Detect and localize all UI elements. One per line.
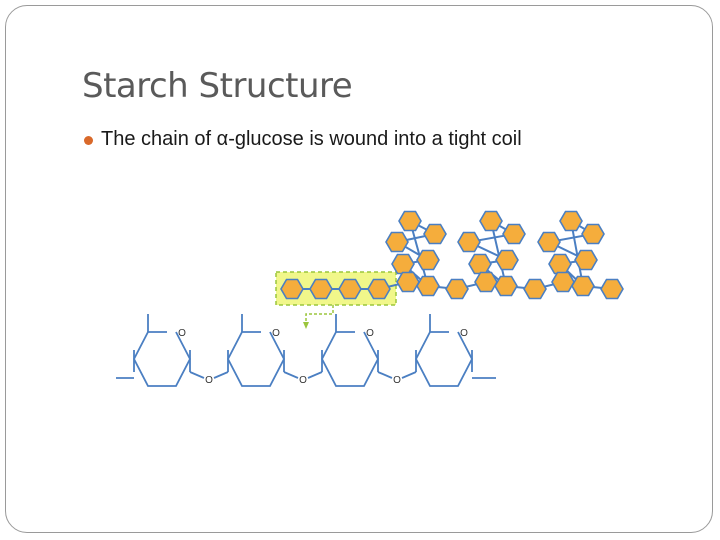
ring-oxygen-label: O [178, 328, 186, 339]
glucose-hexagon [474, 271, 498, 293]
glycosidic-bond [307, 371, 323, 379]
glycosidic-oxygen-label: O [299, 375, 307, 386]
glucose-ring [132, 331, 192, 387]
glucose-hexagon [571, 275, 595, 297]
glucose-hexagon [445, 278, 469, 300]
glucose-ring [414, 331, 474, 387]
bullet-text: The chain of α-glucose is wound into a t… [101, 128, 522, 150]
ring-oxygen-label: O [366, 328, 374, 339]
glucose-hexagon [468, 253, 492, 275]
glucose-hexagon [559, 210, 583, 232]
glucose-hexagon [502, 223, 526, 245]
slide-title: Starch Structure [82, 66, 353, 106]
glucose-ring [226, 331, 286, 387]
glycosidic-oxygen-label: O [205, 375, 213, 386]
glucose-hexagon [581, 223, 605, 245]
glucose-hexagons [280, 210, 624, 300]
glucose-hexagon [600, 278, 624, 300]
bullet-dot-icon [84, 135, 93, 145]
glucose-hexagon [479, 210, 503, 232]
glucose-hexagon [338, 278, 362, 300]
glucose-hexagon [551, 271, 575, 293]
structural-formula: O O O O O O O [116, 314, 496, 387]
slide: Starch Structure The chain of α-glucose … [5, 5, 713, 533]
glucose-hexagon [494, 275, 518, 297]
glucose-hexagon [280, 278, 304, 300]
glucose-hexagon [548, 253, 572, 275]
glycosidic-bond [213, 371, 229, 379]
glycosidic-bond [189, 371, 205, 379]
glycosidic-bond [401, 371, 417, 379]
glucose-hexagon [398, 210, 422, 232]
glucose-hexagon [537, 231, 561, 253]
connector-arrow-icon [303, 322, 309, 329]
glucose-hexagon [457, 231, 481, 253]
glycosidic-oxygen-label: O [393, 375, 401, 386]
ring-oxygen-label: O [272, 328, 280, 339]
glycosidic-bond [377, 371, 393, 379]
glucose-hexagon [416, 249, 440, 271]
glucose-hexagon [396, 271, 420, 293]
glucose-hexagon [385, 231, 409, 253]
glucose-hexagon [523, 278, 547, 300]
ring-oxygen-label: O [460, 328, 468, 339]
glucose-hexagon [416, 275, 440, 297]
glucose-hexagon [391, 253, 415, 275]
bullet-item: The chain of α-glucose is wound into a t… [84, 128, 522, 151]
glucose-hexagon [423, 223, 447, 245]
glucose-hexagon [309, 278, 333, 300]
glucose-hexagon [495, 249, 519, 271]
connector-line [305, 305, 334, 322]
glucose-hexagon [574, 249, 598, 271]
glucose-ring [320, 331, 380, 387]
glycosidic-bond [283, 371, 299, 379]
glucose-hexagon [367, 278, 391, 300]
